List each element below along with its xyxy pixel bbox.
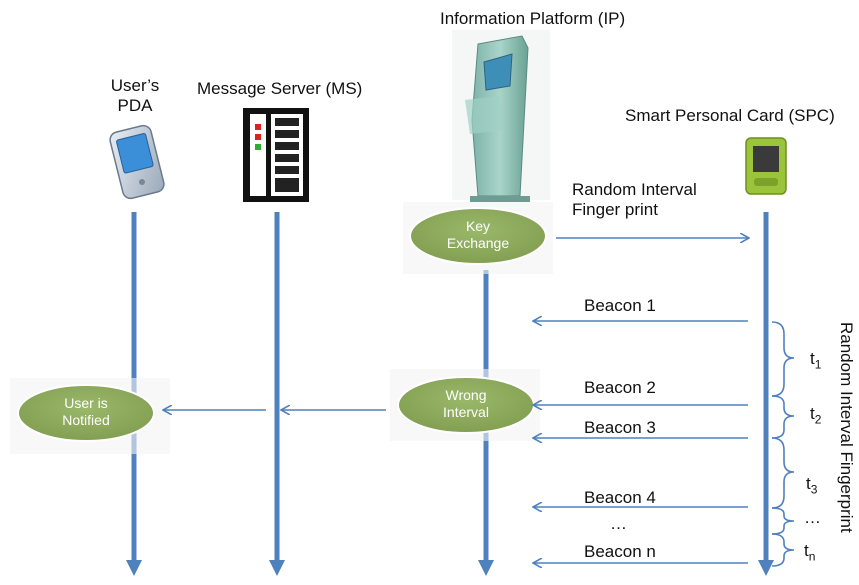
brace-t3 bbox=[771, 437, 795, 509]
user-notified-bubble bbox=[17, 384, 155, 442]
interval-t3-base: t bbox=[806, 474, 811, 493]
fingerprint-label: Random Interval Finger print bbox=[572, 180, 697, 220]
ip-label: Information Platform (IP) bbox=[440, 9, 626, 28]
key-exchange-bubble bbox=[409, 207, 547, 265]
brace-t1 bbox=[771, 321, 795, 397]
interval-t2: t2 bbox=[810, 404, 821, 429]
interval-tn: tn bbox=[804, 541, 815, 566]
beacon4-label: Beacon 4 bbox=[584, 488, 656, 507]
interval-t2-sub: 2 bbox=[814, 412, 822, 427]
interval-tn-base: t bbox=[804, 541, 809, 560]
interval-t3: t3 bbox=[806, 474, 817, 499]
beacon2-label: Beacon 2 bbox=[584, 378, 656, 397]
side-label: Random Interval Fingerprint bbox=[837, 322, 856, 533]
fingerprint-line2: Finger print bbox=[572, 200, 658, 219]
fingerprint-line1: Random Interval bbox=[572, 180, 697, 199]
key-exchange-text: Key Exchange bbox=[420, 218, 536, 252]
brace-tn bbox=[771, 533, 795, 567]
server-icon bbox=[243, 108, 309, 202]
pda-label-line1: User’s bbox=[110, 76, 160, 95]
pda-icon bbox=[109, 124, 165, 200]
pda-label-line2: PDA bbox=[117, 96, 153, 115]
interval-t1-sub: 1 bbox=[814, 357, 822, 372]
user-notified-line2: Notified bbox=[62, 412, 110, 428]
brace-t2 bbox=[771, 395, 795, 439]
smart-card-icon bbox=[745, 137, 787, 195]
brace-dots bbox=[771, 507, 795, 535]
interval-tn-sub: n bbox=[808, 549, 816, 564]
interval-dots: … bbox=[804, 508, 821, 527]
interval-t2-base: t bbox=[810, 404, 815, 423]
wrong-interval-line2: Interval bbox=[443, 404, 489, 420]
beacon3-label: Beacon 3 bbox=[584, 418, 656, 437]
interval-t3-sub: 3 bbox=[810, 482, 818, 497]
wrong-interval-line1: Wrong bbox=[445, 387, 487, 403]
message-ellipsis: … bbox=[610, 514, 627, 533]
beaconn-label: Beacon n bbox=[584, 542, 656, 561]
key-exchange-line1: Key bbox=[465, 218, 491, 234]
user-notified-text: User is Notified bbox=[28, 395, 144, 429]
user-notified-line1: User is bbox=[64, 395, 108, 411]
interval-t1: t1 bbox=[810, 349, 821, 374]
ms-label: Message Server (MS) bbox=[197, 79, 363, 98]
wrong-interval-text: Wrong Interval bbox=[408, 387, 524, 421]
beacon1-label: Beacon 1 bbox=[584, 296, 656, 315]
pda-label: User’s PDA bbox=[98, 76, 172, 116]
key-exchange-line2: Exchange bbox=[446, 235, 510, 251]
kiosk-icon bbox=[452, 30, 550, 202]
interval-t1-base: t bbox=[810, 349, 815, 368]
spc-label: Smart Personal Card (SPC) bbox=[625, 106, 835, 125]
